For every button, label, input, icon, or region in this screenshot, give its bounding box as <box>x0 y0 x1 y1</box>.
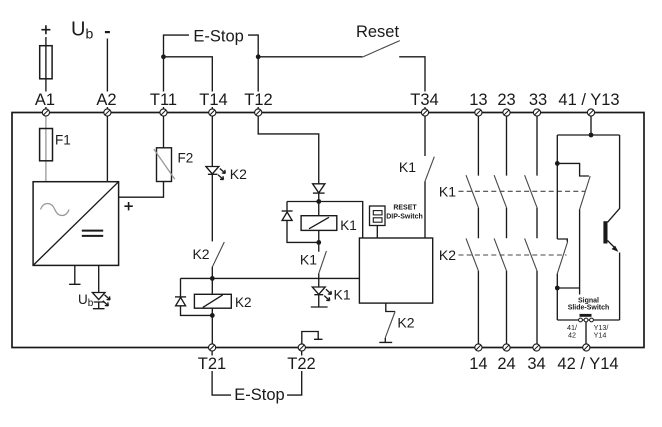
svg-text:K1: K1 <box>439 184 456 200</box>
svg-text:Y13/: Y13/ <box>594 323 609 332</box>
svg-text:14: 14 <box>469 355 487 373</box>
svg-text:Reset: Reset <box>356 23 400 41</box>
svg-text:42: 42 <box>568 331 576 340</box>
svg-text:T21: T21 <box>198 355 226 373</box>
svg-text:K2: K2 <box>439 247 456 263</box>
svg-text:F1: F1 <box>55 133 71 148</box>
svg-text:Signal: Signal <box>578 298 599 305</box>
svg-text:Slide-Switch: Slide-Switch <box>568 304 610 311</box>
svg-text:RESET: RESET <box>393 205 417 212</box>
svg-text:K2: K2 <box>230 166 247 182</box>
svg-text:E-Stop: E-Stop <box>234 386 284 404</box>
svg-text:A2: A2 <box>96 91 116 109</box>
svg-text:34: 34 <box>527 355 545 373</box>
svg-text:24: 24 <box>497 355 515 373</box>
svg-text:T22: T22 <box>287 355 315 373</box>
svg-text:F2: F2 <box>178 151 194 166</box>
svg-text:K1: K1 <box>334 286 351 302</box>
svg-text:T34: T34 <box>410 91 438 109</box>
svg-text:K2: K2 <box>235 295 252 310</box>
svg-text:41/: 41/ <box>567 323 577 332</box>
svg-text:K2: K2 <box>397 315 414 331</box>
svg-text:K1: K1 <box>300 252 317 268</box>
svg-text:33: 33 <box>529 91 547 109</box>
svg-text:42 / Y14: 42 / Y14 <box>557 355 618 373</box>
svg-text:A1: A1 <box>35 91 55 109</box>
svg-text:23: 23 <box>497 91 515 109</box>
svg-text:Y14: Y14 <box>594 331 607 340</box>
svg-text:K2: K2 <box>192 246 209 262</box>
svg-text:K1: K1 <box>340 218 357 233</box>
svg-text:T12: T12 <box>244 91 272 109</box>
svg-text:K1: K1 <box>399 159 416 175</box>
svg-text:DIP-Switch: DIP-Switch <box>386 214 423 221</box>
svg-text:T14: T14 <box>199 91 227 109</box>
svg-text:41 / Y13: 41 / Y13 <box>558 91 619 109</box>
svg-text:E-Stop: E-Stop <box>193 28 243 46</box>
svg-text:13: 13 <box>469 91 487 109</box>
svg-text:T11: T11 <box>150 91 177 109</box>
